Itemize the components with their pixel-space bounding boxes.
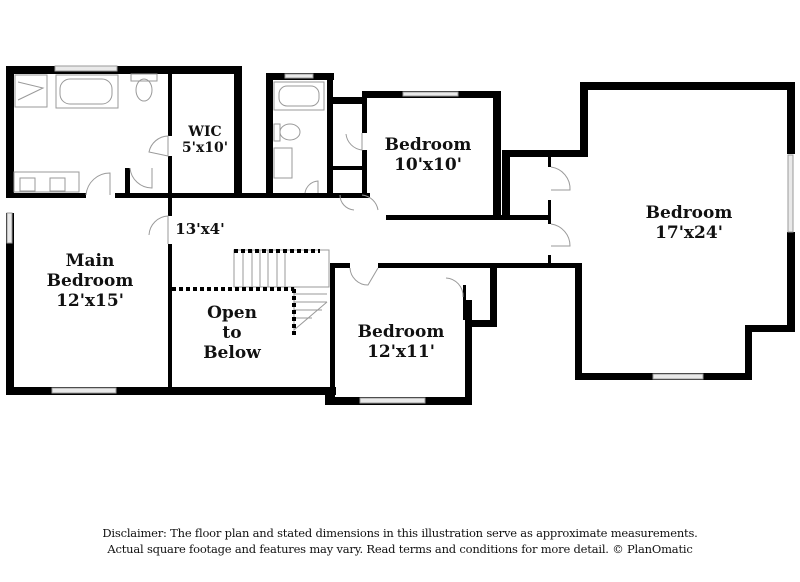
bedroom-10x10-size: 10'x10' [394,155,462,175]
bedroom-17x24-size: 17'x24' [655,223,723,243]
hall-size: 13'x4' [175,220,224,238]
wic-label: WIC [187,124,221,140]
main-bedroom-label-line2: Bedroom [47,271,134,291]
open-to-below-line3: Below [203,343,261,363]
main-bedroom-label-line1: Main [66,251,115,271]
bedroom-12x11-size: 12'x11' [367,342,435,362]
open-to-below-line1: Open [207,303,257,323]
disclaimer: Disclaimer: The floor plan and stated di… [0,525,800,557]
bedroom-10x10-label: Bedroom [385,135,472,155]
staircase [172,249,330,335]
fixtures [13,73,571,298]
open-to-below-line2: to [222,323,241,343]
room-labels: WIC 5'x10' Bedroom 10'x10' Bedroom 17'x2… [47,124,733,363]
windows [6,65,794,404]
wic-size: 5'x10' [182,140,228,156]
disclaimer-line-2: Actual square footage and features may v… [107,542,693,556]
disclaimer-line-1: Disclaimer: The floor plan and stated di… [102,526,698,540]
bedroom-12x11-label: Bedroom [358,322,445,342]
main-bedroom-size: 12'x15' [56,291,124,311]
bedroom-17x24-label: Bedroom [646,203,733,223]
